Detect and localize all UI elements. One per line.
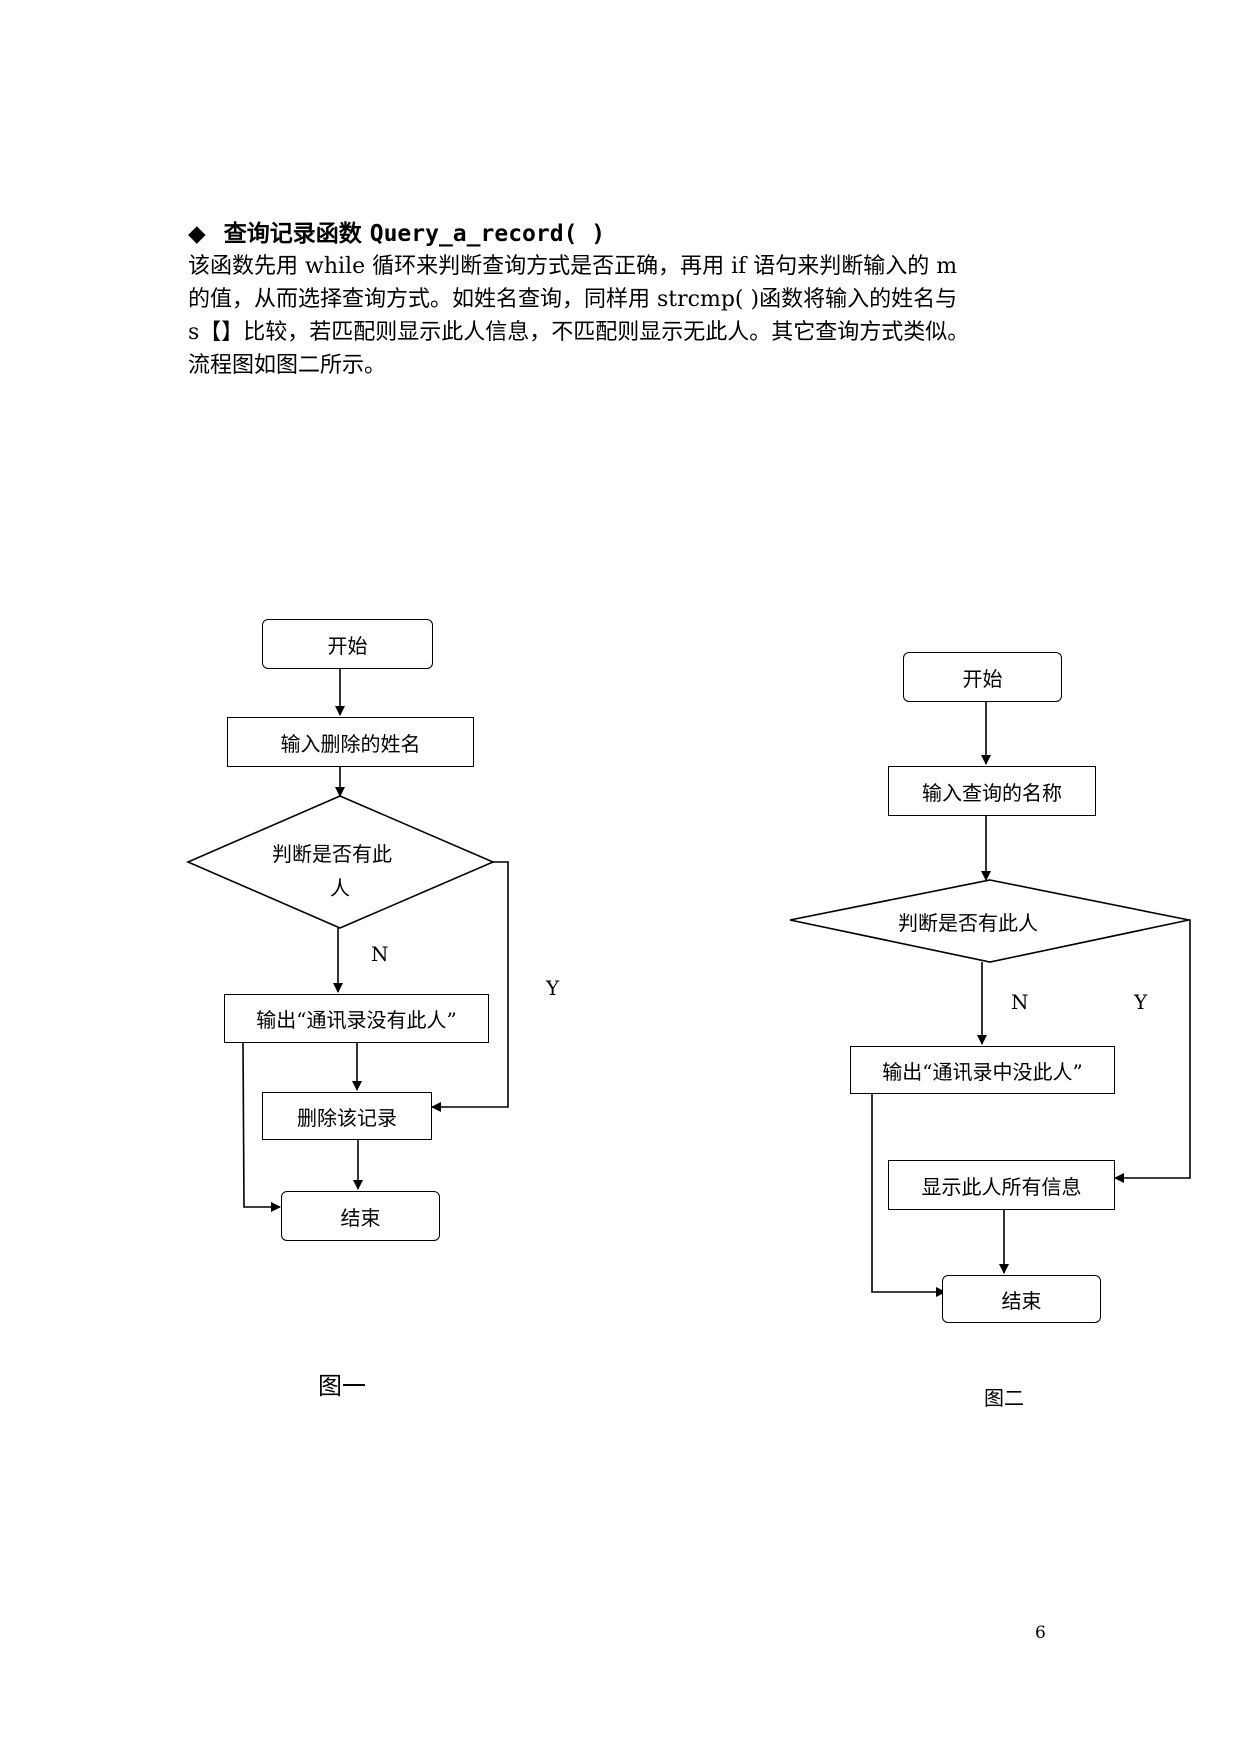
paragraph-line: 的值，从而选择查询方式。如姓名查询，同样用 strcmp( )函数将输入的姓名与 [188,287,958,312]
figure2-caption: 图二 [984,1386,1024,1410]
fc1-output-label: 输出“通讯录没有此人” [256,1008,457,1032]
fc2-start-box: 开始 [903,652,1062,702]
fc2-yes-label: Y [1134,990,1148,1014]
fc2-no-label: N [1011,990,1029,1014]
fc2-end-label: 结束 [1001,1288,1042,1313]
fc1-end-box: 结束 [281,1191,440,1241]
fc1-start-box: 开始 [262,619,433,669]
fc2-input-box: 输入查询的名称 [888,766,1096,816]
fc2-arrow-yes-display [1114,919,1191,1183]
fc2-decision-label: 判断是否有此人 [898,911,1038,935]
fc1-arrow-yes-delete [431,861,509,1112]
fc1-yes-label: Y [546,976,560,1000]
section-title-cn: 查询记录函数 [223,221,362,247]
figure1-caption: 图一 [318,1372,366,1400]
paragraph-line: 该函数先用 while 循环来判断查询方式是否正确，再用 if 语句来判断输入的… [188,254,958,279]
fc1-delete-label: 删除该记录 [297,1105,397,1130]
fc2-output-label: 输出“通讯录中没此人” [882,1059,1083,1084]
fc1-delete-box: 删除该记录 [262,1092,432,1140]
fc2-arrow-output-end [871,1094,946,1297]
fc1-start-label: 开始 [327,633,368,658]
page-number: 6 [1035,1623,1046,1643]
fc2-output-box: 输出“通讯录中没此人” [850,1046,1115,1094]
fc2-decision-diamond [789,879,1190,963]
fc2-display-box: 显示此人所有信息 [888,1160,1115,1210]
fc1-decision-label-line2: 人 [330,876,350,900]
diamond-bullet-icon: ◆ [188,221,206,247]
fc1-decision-label-line1: 判断是否有此 [272,842,392,866]
paragraph-line: 流程图如图二所示。 [188,353,387,378]
fc1-arrow-output-end [242,1042,281,1212]
fc1-input-label: 输入删除的姓名 [280,731,421,756]
fc1-output-box: 输出“通讯录没有此人” [224,994,489,1043]
section-paragraph: 该函数先用 while 循环来判断查询方式是否正确，再用 if 语句来判断输入的… [188,250,1068,382]
fc1-decision-diamond [185,795,496,929]
fc1-end-label: 结束 [340,1205,381,1230]
fc1-input-box: 输入删除的姓名 [227,717,474,767]
fc1-no-label: N [371,942,389,966]
section-title-code: Query_a_record( ) [369,221,606,247]
fc2-input-label: 输入查询的名称 [922,780,1062,805]
fc2-display-label: 显示此人所有信息 [921,1174,1082,1199]
fc2-end-box: 结束 [942,1275,1101,1323]
paragraph-line: s【】比较，若匹配则显示此人信息，不匹配则显示无此人。其它查询方式类似。 [188,320,970,345]
fc2-start-label: 开始 [962,666,1003,691]
section-heading: ◆ 查询记录函数 Query_a_record( ) [188,214,605,248]
